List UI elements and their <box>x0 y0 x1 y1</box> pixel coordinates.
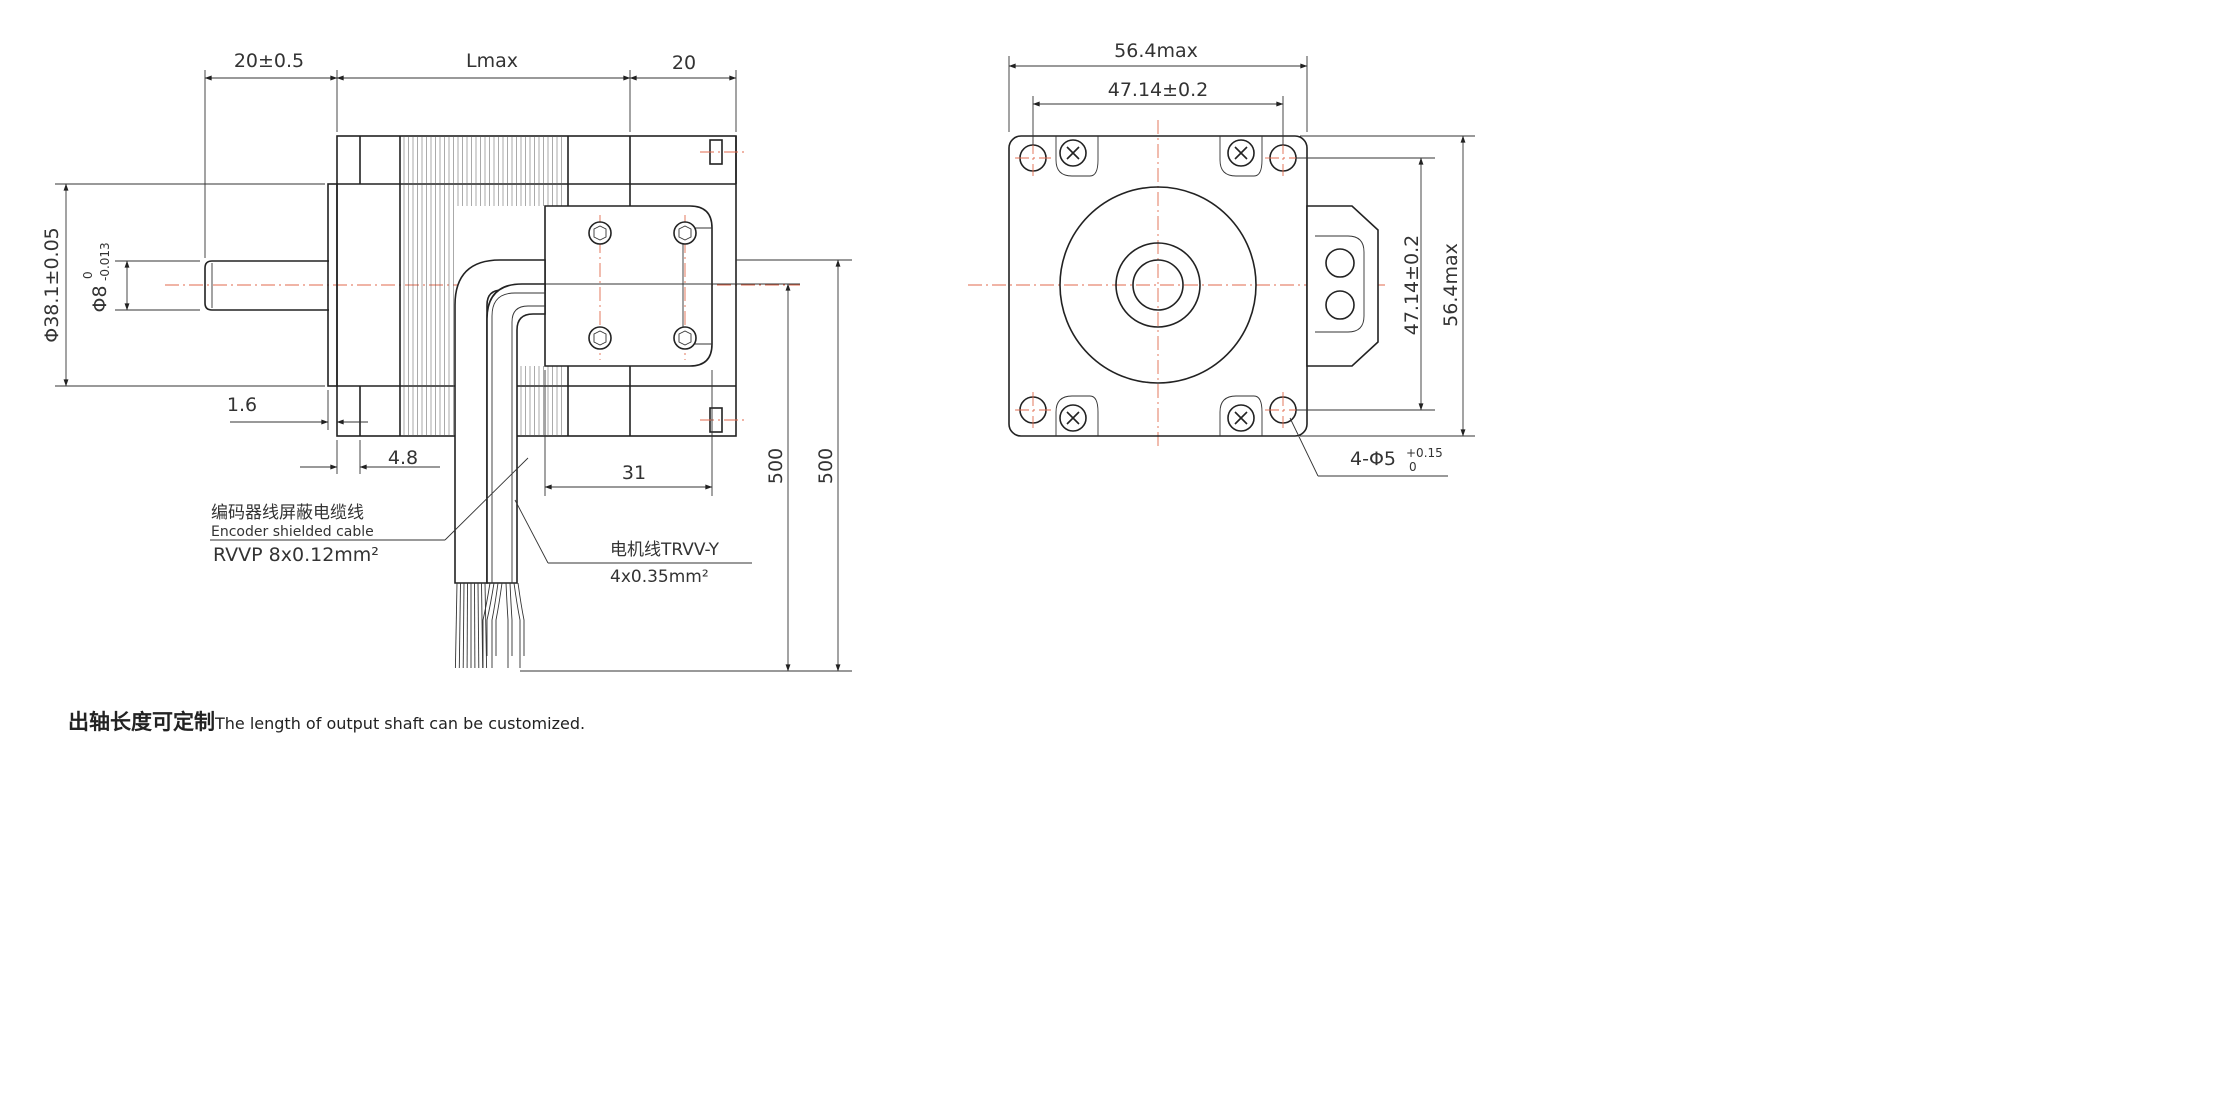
dim-flange-width: 56.4max <box>1114 40 1198 62</box>
encoder-cable <box>454 259 546 584</box>
dim-hole-spacing-v: 47.14±0.2 <box>1401 235 1423 336</box>
dim-shaft-length: 20±0.5 <box>234 50 304 72</box>
side-view: 56.4max 47.14±0.2 47.14±0.2 56.4max 4-Φ5… <box>968 40 1475 477</box>
svg-text:-0.013: -0.013 <box>98 242 112 281</box>
dim-bracket-width: 31 <box>622 462 646 484</box>
footnote: 出轴长度可定制The length of output shaft can be… <box>68 706 585 736</box>
encoder-wire-ends <box>454 582 488 669</box>
encoder-cable-label-cn: 编码器线屏蔽电缆线 <box>211 503 364 523</box>
lamination-fins-top <box>403 136 562 366</box>
dim-flange-height: 56.4max <box>1440 243 1462 327</box>
hex-socket-bolt-3 <box>588 326 612 350</box>
encoder-cable-spec: RVVP 8x0.12mm² <box>213 544 379 566</box>
hex-socket-bolt-1 <box>588 221 612 245</box>
motor-cable-spec: 4x0.35mm² <box>610 567 709 587</box>
encoder-cable-label-en: Encoder shielded cable <box>211 524 374 540</box>
motor-cable-label: 电机线TRVV-Y <box>610 540 720 560</box>
svg-text:Φ8: Φ8 <box>89 285 111 312</box>
motor-dimension-drawing: 20±0.5 Lmax 20 Φ38.1±0.05 Φ8 0 -0.013 1.… <box>41 40 1475 672</box>
dim-body-length: Lmax <box>466 50 518 72</box>
dim-hole-spacing-h: 47.14±0.2 <box>1108 79 1209 101</box>
screw-icon-br <box>1227 404 1255 432</box>
side-connector-pin-2 <box>1325 290 1355 320</box>
screw-icon-tl <box>1059 139 1087 167</box>
motor-body <box>336 135 737 437</box>
shaft-circle <box>1132 259 1184 311</box>
motor-cable <box>486 283 546 584</box>
front-view: 20±0.5 Lmax 20 Φ38.1±0.05 Φ8 0 -0.013 1.… <box>41 50 852 672</box>
dim-cable-length-motor: 500 <box>765 448 787 484</box>
dim-boss-thickness: 1.6 <box>227 394 257 416</box>
svg-text:4-Φ5: 4-Φ5 <box>1350 448 1396 470</box>
dim-shaft-diameter: Φ8 0 -0.013 <box>81 242 112 312</box>
screw-icon-tr <box>1227 139 1255 167</box>
dim-hole-callout: 4-Φ5 +0.15 0 <box>1350 446 1443 474</box>
dim-encoder-length: 20 <box>672 52 696 74</box>
motor-wire-ends <box>482 582 525 668</box>
svg-text:+0.15: +0.15 <box>1406 446 1443 460</box>
footnote-en: The length of output shaft can be custom… <box>215 714 586 733</box>
hex-socket-bolt-4 <box>673 326 697 350</box>
output-shaft <box>204 260 329 311</box>
pilot-circle <box>1059 186 1257 384</box>
svg-text:0: 0 <box>1409 460 1417 474</box>
shaft-outer-circle <box>1115 242 1201 328</box>
svg-text:0: 0 <box>81 271 95 279</box>
dim-boss-diameter: Φ38.1±0.05 <box>41 227 63 342</box>
side-connector <box>1306 205 1379 367</box>
dim-flange-thickness: 4.8 <box>388 447 418 469</box>
hex-socket-bolt-2 <box>673 221 697 245</box>
footnote-cn: 出轴长度可定制 <box>68 710 215 734</box>
dim-cable-length-encoder: 500 <box>815 448 837 484</box>
side-connector-pin-1 <box>1325 248 1355 278</box>
screw-icon-bl <box>1059 404 1087 432</box>
